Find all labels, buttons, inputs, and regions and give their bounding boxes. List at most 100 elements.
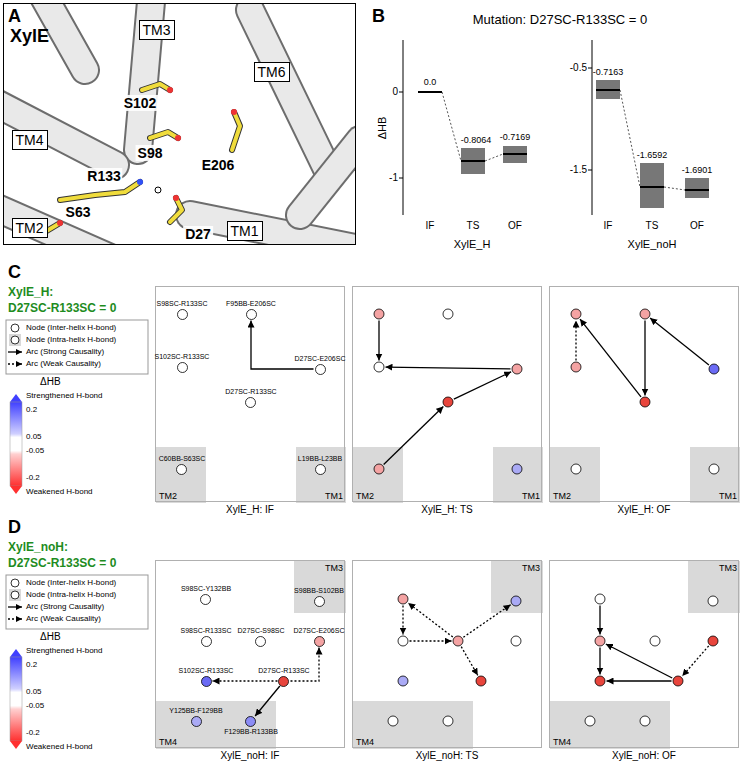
helix-region-fill: [493, 447, 543, 503]
tick-label: OF: [690, 220, 704, 232]
helix-ribbon: [4, 205, 115, 244]
hbond-node-circle: [315, 464, 325, 474]
helix-region-fill: [353, 701, 473, 749]
panel-letter: D: [8, 517, 21, 538]
network-panel: XylE_H: TSTM2TM1: [352, 286, 542, 502]
hbond-node-circle: [708, 596, 718, 606]
hbond-node-circle: [315, 364, 325, 374]
hbond-node: D27SC-E206SC: [294, 627, 345, 647]
legend-sample: [11, 324, 19, 332]
node-label: D27SC-E206SC: [294, 627, 345, 635]
hbond-node-circle: [708, 636, 718, 646]
legend-text: Arc (Weak Causality): [26, 614, 101, 623]
hbond-node-circle: [177, 464, 187, 474]
causality-arc: [384, 407, 444, 465]
range-box: [503, 146, 527, 163]
legend-entry: Arc (Weak Causality): [26, 614, 101, 624]
node-label: S98BB-S102BB: [294, 587, 344, 595]
node-label: D27SC-S98SC: [237, 627, 284, 635]
mean-line: [685, 189, 709, 191]
helix-tag: TM6: [254, 62, 290, 82]
legend-text: Node (Inter-helix H-bond): [26, 578, 116, 587]
hbond-node-circle: [595, 636, 605, 646]
hbond-node-circle: [640, 397, 650, 407]
tick-label: -0.5: [570, 62, 587, 74]
helix-ribbon: [300, 140, 355, 215]
panel-letter: A: [8, 6, 21, 27]
hbond-node-circle: [512, 464, 522, 474]
range-box: [685, 178, 709, 198]
node-label: D27SC-R133SC: [258, 667, 309, 675]
hbond-node: D27SC-E206SC: [295, 355, 346, 375]
legend-box: [6, 320, 148, 374]
hbond-node-circle: [443, 309, 453, 319]
legend-text: Node (Intra-helix H-bond): [26, 335, 116, 344]
panel-heading: D27SC-R133SC = 0: [8, 557, 116, 571]
helix-tag: TM2: [12, 218, 48, 238]
node-label: TM4: [553, 737, 571, 747]
colorbar-tick: 0.05: [26, 432, 42, 441]
causality-arc: [402, 606, 403, 635]
causality-arc: [606, 644, 672, 678]
causality-network: [374, 309, 522, 474]
colorbar-tick: -0.05: [26, 701, 44, 710]
node-label: S102SC-R133SC: [179, 667, 234, 675]
hbond-node-circle: [398, 676, 408, 686]
legend-entry: Arc (Strong Causality): [26, 347, 104, 357]
residue-stick: [60, 182, 140, 200]
legend-sample: [8, 351, 22, 352]
node-label: F129BB-R133BB: [224, 728, 278, 736]
range-box: [596, 80, 620, 99]
value-label: -0.7169: [500, 132, 531, 142]
colorbar-cap: [10, 741, 22, 749]
panel-letter: B: [372, 6, 385, 27]
colorbar-note: Strengthened H-bond: [26, 646, 103, 655]
mean-line: [596, 89, 620, 91]
residue-stick: [170, 198, 182, 222]
residue-stick: [150, 132, 178, 138]
node-label: TM2: [16, 220, 44, 236]
legend-entry: Node (Intra-helix H-bond): [26, 335, 116, 345]
colorbar-title: ΔHB: [40, 376, 61, 388]
oxygen-atom: [57, 220, 63, 226]
hbond-node-circle: [177, 309, 187, 319]
helix-ribbon: [4, 205, 115, 244]
helix-region: TM1: [493, 447, 543, 503]
node-label: D27SC-R133SC: [225, 388, 276, 396]
legend-sample: [11, 591, 19, 599]
hbond-node-circle: [314, 596, 324, 606]
hbond-node-circle: [256, 636, 266, 646]
trend-line: [664, 187, 685, 190]
node-label: XylE_noH: TS: [416, 750, 479, 762]
legend-sample: [9, 589, 21, 601]
helix-tag: TM3: [139, 20, 175, 40]
hbond-node-circle: [201, 636, 211, 646]
residue-stick: [232, 112, 240, 150]
helix-ribbon: [190, 215, 355, 244]
causality-arc: [575, 321, 576, 361]
node-label: XylE_noH: IF: [221, 750, 280, 762]
tick-label: IF: [426, 220, 435, 232]
hbond-node-circle: [640, 716, 650, 726]
hbond-node: S98SC-Y132BB: [181, 585, 231, 605]
node-label: TM4: [356, 737, 374, 747]
legend-sample: [11, 336, 19, 344]
legend-entry: Arc (Strong Causality): [26, 602, 104, 612]
plot-title: Mutation: D27SC-R133SC = 0: [473, 13, 648, 28]
colorbar-cap: [10, 649, 22, 657]
node-label: XylE_H: IF: [226, 504, 274, 516]
legend-sample: [11, 579, 19, 587]
tick-label: OF: [508, 220, 522, 232]
causality-arc: [385, 367, 510, 369]
node-label: S98SC-R133SC: [181, 627, 232, 635]
hbond-node-circle: [443, 397, 453, 407]
residue-label: S102: [122, 95, 159, 111]
node-label: TM3: [325, 563, 343, 573]
hbond-node-circle: [246, 716, 256, 726]
oxygen-atom: [175, 135, 181, 141]
colorbar-note: Strengthened H-bond: [26, 391, 103, 400]
helix-ribbon: [250, 10, 330, 175]
hbond-node: F129BB-R133BB: [224, 716, 278, 736]
tick-label: TS: [646, 220, 659, 232]
